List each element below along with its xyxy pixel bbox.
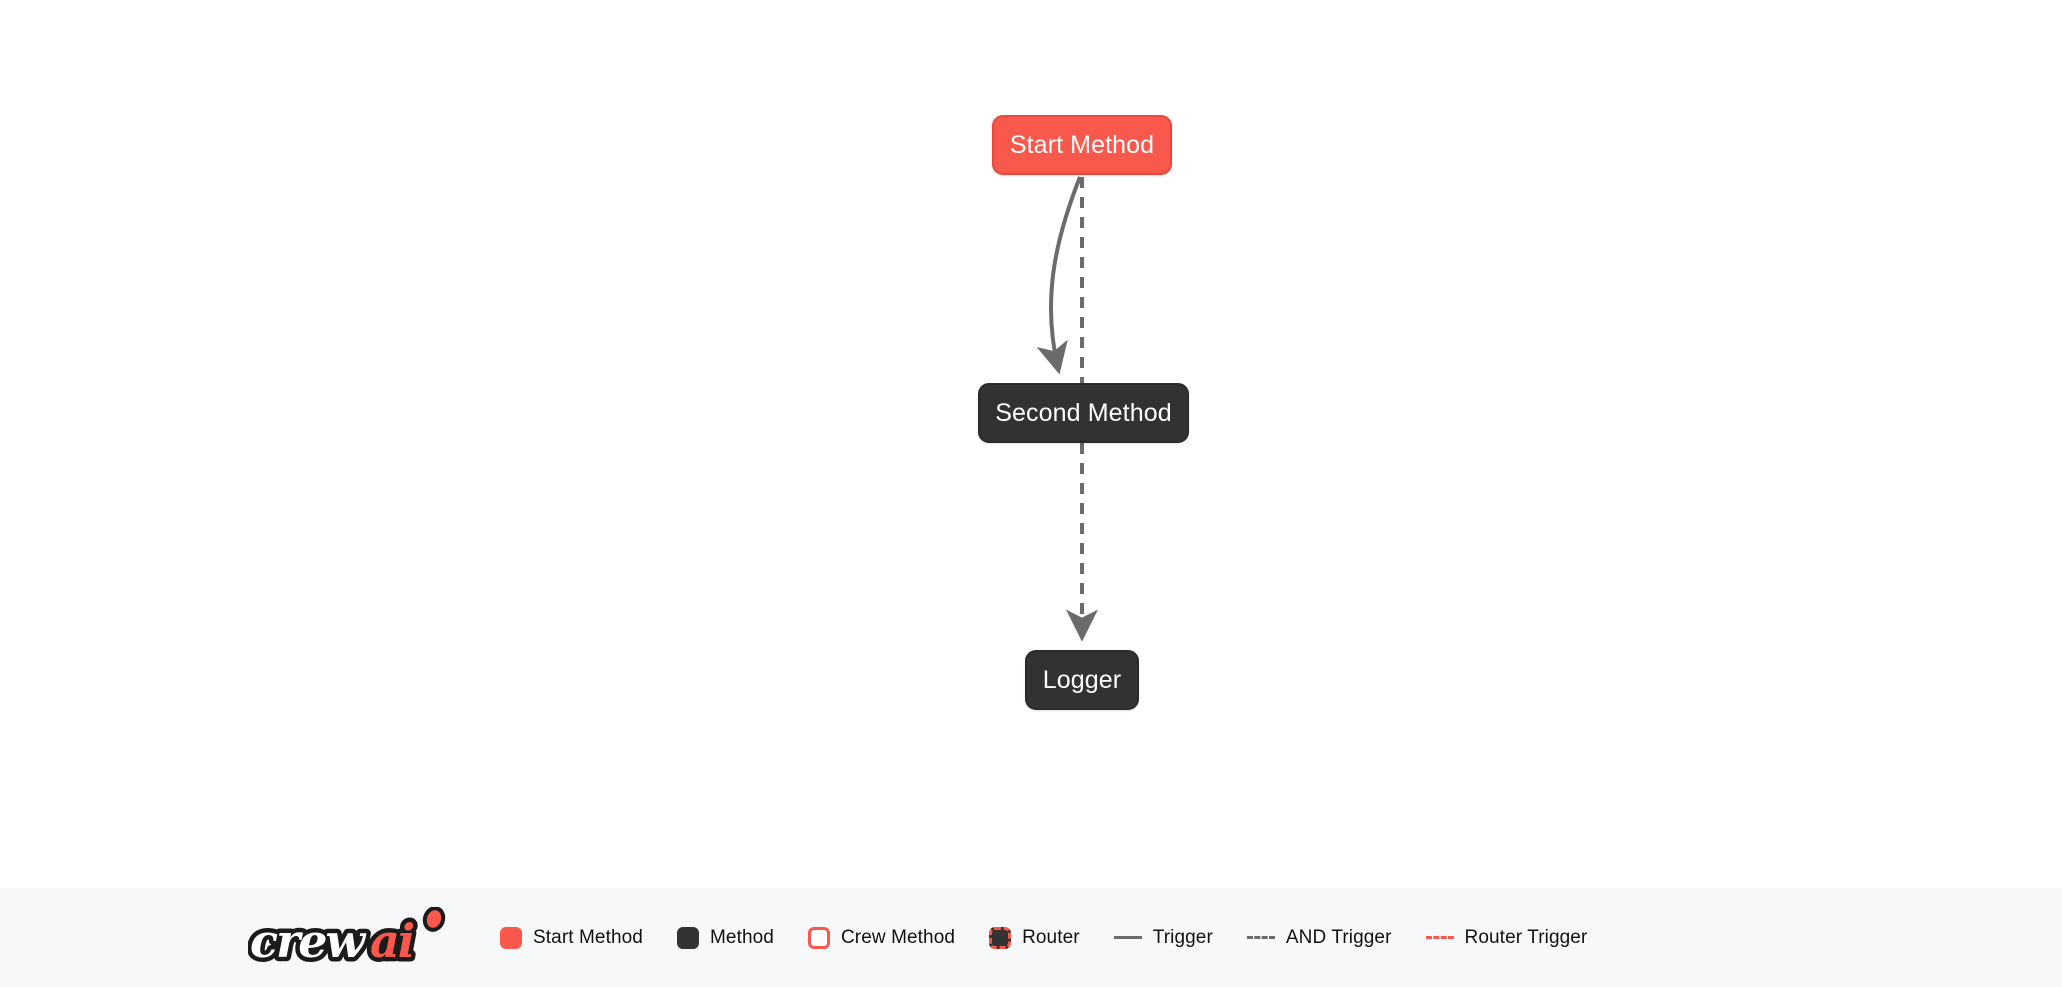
flow-canvas[interactable]: Start Method Second Method Logger [0,0,2062,888]
edge-layer [1036,176,1098,642]
legend-item-label: Router Trigger [1464,926,1588,948]
legend-item-label: Crew Method [840,926,956,948]
logo-outline-crew: crew [250,914,367,968]
node-logger[interactable]: Logger [1025,650,1139,710]
legend-item-label: Method [709,926,774,948]
crew-method-swatch-icon [807,926,830,949]
legend-item-label: Start Method [533,926,643,948]
logo-fill-crew: crew [250,914,367,968]
legend-item-start-method[interactable]: Start Method [500,926,643,949]
start-method-swatch-icon [500,926,522,949]
trigger-line-icon [1113,936,1142,939]
logo-outline-ai: ai [370,914,414,968]
router-trigger-line-icon [1425,936,1454,939]
node-second-method[interactable]: Second Method [978,383,1189,443]
node-label: Start Method [1009,130,1155,159]
legend-item-and-trigger[interactable]: AND Trigger [1246,926,1392,949]
legend-bar: crew crew ai ai Start Method Method Crew… [0,888,2062,987]
router-swatch-icon [989,926,1012,949]
logo-fill-ai: ai [370,914,414,968]
edge-start-to-second [1036,176,1082,375]
legend-item-crew-method[interactable]: Crew Method [807,926,956,949]
node-label: Logger [1042,665,1122,694]
node-start-method[interactable]: Start Method [992,115,1172,175]
legend-item-label: Router [1022,926,1080,948]
legend-items: Start Method Method Crew Method Router T… [500,926,1588,949]
node-label: Second Method [995,398,1172,427]
crewai-logo[interactable]: crew crew ai ai [246,905,462,972]
and-trigger-line-icon [1246,936,1275,939]
legend-item-label: AND Trigger [1285,926,1392,948]
legend-item-router[interactable]: Router [989,926,1080,949]
legend-item-method[interactable]: Method [676,926,774,949]
logo-dot-icon [422,905,446,932]
legend-item-label: Trigger [1152,926,1213,948]
crewai-wordmark-icon: crew crew ai ai [246,905,446,972]
legend-item-trigger[interactable]: Trigger [1113,926,1213,949]
method-swatch-icon [676,926,699,949]
legend-item-router-trigger[interactable]: Router Trigger [1425,926,1588,949]
